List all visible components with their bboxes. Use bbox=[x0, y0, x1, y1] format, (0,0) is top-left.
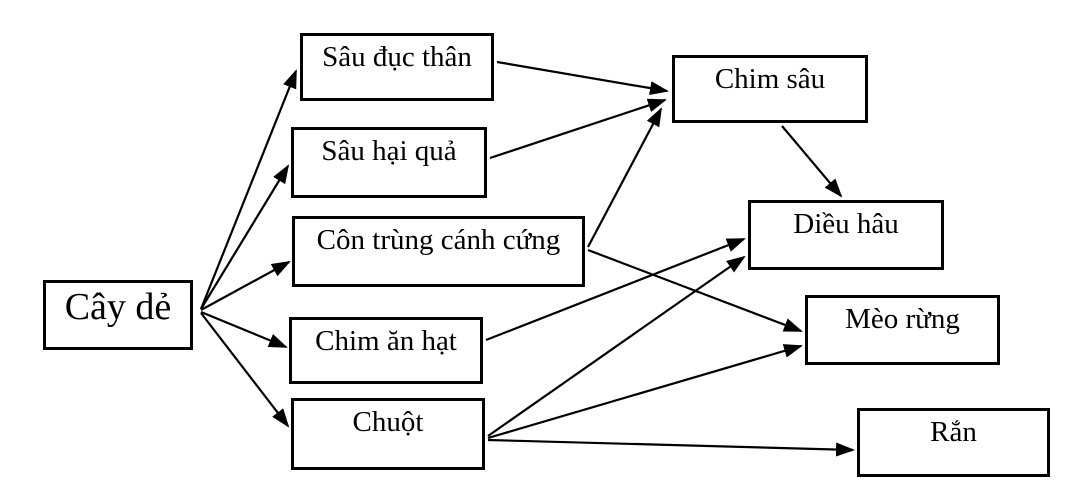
node-chim-an-hat: Chim ăn hạt bbox=[289, 317, 483, 384]
node-dieu-hau-label: Diều hâu bbox=[793, 208, 899, 240]
node-chuot-label: Chuột bbox=[352, 406, 424, 438]
arrow-chim-sau-to-dieu-hau bbox=[781, 125, 843, 198]
arrow-cay-de-to-sau-hai-qua bbox=[200, 164, 290, 310]
node-con-trung-canh-cung: Côn trùng cánh cứng bbox=[292, 216, 585, 287]
arrow-sau-hai-qua-to-chim-sau bbox=[489, 98, 667, 160]
arrow-con-trung-canh-cung-to-chim-sau bbox=[587, 107, 662, 248]
node-dieu-hau: Diều hâu bbox=[748, 200, 944, 270]
node-chuot: Chuột bbox=[291, 398, 485, 470]
node-sau-hai-qua: Sâu hại quả bbox=[291, 127, 487, 198]
node-sau-hai-qua-label: Sâu hại quả bbox=[321, 135, 457, 167]
arrow-chim-an-hat-to-dieu-hau bbox=[485, 237, 746, 342]
node-chim-sau: Chim sâu bbox=[672, 55, 868, 123]
arrow-cay-de-to-chim-an-hat bbox=[200, 310, 288, 349]
node-con-trung-canh-cung-label: Côn trùng cánh cứng bbox=[316, 224, 561, 256]
node-chim-an-hat-label: Chim ăn hạt bbox=[315, 325, 457, 357]
arrow-chuot-to-meo-rung bbox=[487, 344, 803, 440]
arrow-cay-de-to-sau-duc-than bbox=[199, 69, 298, 310]
node-chim-sau-label: Chim sâu bbox=[714, 63, 826, 95]
arrow-chuot-to-ran bbox=[487, 438, 855, 457]
arrow-chuot-to-dieu-hau bbox=[487, 255, 746, 437]
arrow-cay-de-to-con-trung-canh-cung bbox=[200, 261, 291, 311]
arrow-cay-de-to-chuot bbox=[200, 312, 290, 428]
node-ran-label: Rắn bbox=[930, 416, 977, 448]
node-ran: Rắn bbox=[857, 408, 1050, 477]
arrow-sau-duc-than-to-chim-sau bbox=[496, 60, 669, 96]
node-sau-duc-than: Sâu đục thân bbox=[300, 33, 494, 101]
node-sau-duc-than-label: Sâu đục thân bbox=[322, 41, 472, 73]
node-cay-de: Cây dẻ bbox=[43, 280, 193, 350]
node-meo-rung-label: Mèo rừng bbox=[845, 303, 960, 335]
node-cay-de-label: Cây dẻ bbox=[64, 286, 172, 328]
node-meo-rung: Mèo rừng bbox=[805, 295, 1000, 365]
